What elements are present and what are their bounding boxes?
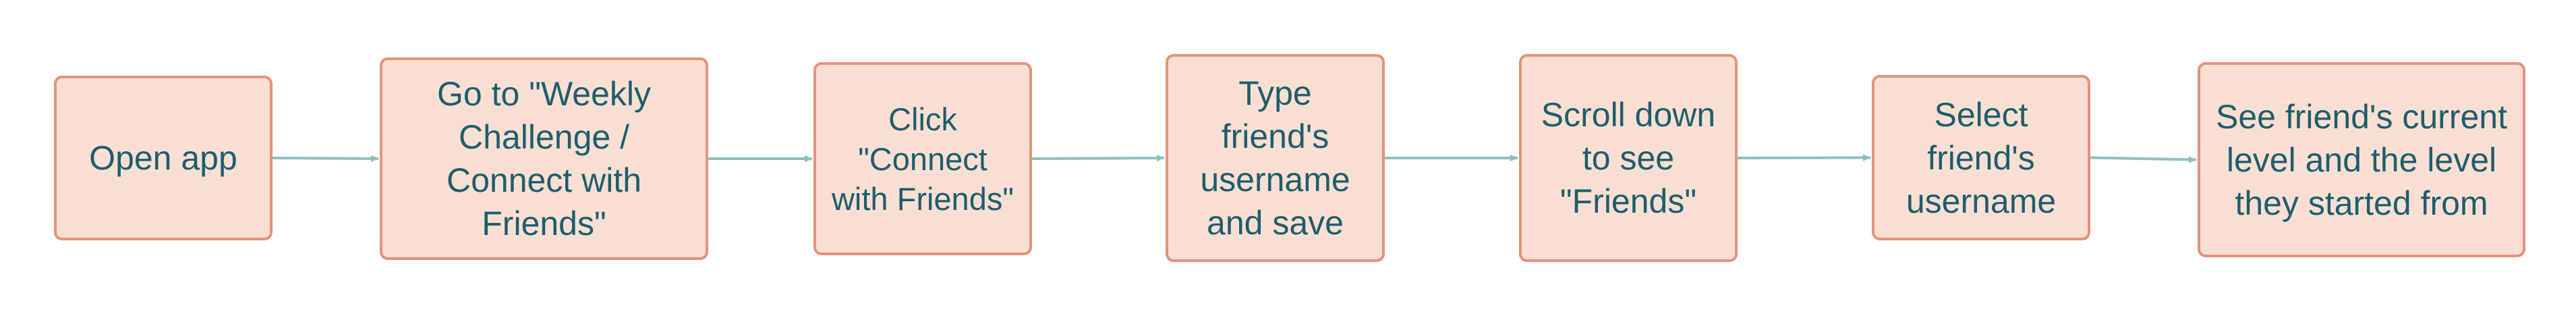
step-select-friend-username-label: Select friend's username (1906, 95, 2057, 220)
arrow-5-to-6 (1737, 154, 1871, 161)
step-open-app: Open app (54, 76, 273, 240)
arrow-1-to-2 (272, 155, 379, 162)
arrow-3-to-4 (1031, 155, 1165, 162)
step-select-friend-username: Select friend's username (1872, 75, 2090, 240)
step-type-username-label: Type friend's username and save (1200, 74, 1350, 242)
step-type-username: Type friend's username and save (1166, 54, 1385, 262)
step-see-friend-level-label: See friend's current level and the level… (2216, 97, 2507, 222)
step-click-connect-with-friends: Click "Connect with Friends" (813, 62, 1032, 255)
step-click-connect-with-friends-label: Click "Connect with Friends" (831, 101, 1014, 217)
arrow-6-to-7 (2090, 156, 2197, 163)
step-open-app-label: Open app (89, 139, 237, 177)
step-go-to-weekly-challenge: Go to "Weekly Challenge / Connect with F… (380, 57, 708, 260)
step-scroll-to-friends-label: Scroll down to see "Friends" (1541, 96, 1716, 220)
step-go-to-weekly-challenge-label: Go to "Weekly Challenge / Connect with F… (437, 75, 651, 242)
step-see-friend-level: See friend's current level and the level… (2198, 62, 2525, 257)
step-scroll-to-friends: Scroll down to see "Friends" (1519, 54, 1738, 262)
